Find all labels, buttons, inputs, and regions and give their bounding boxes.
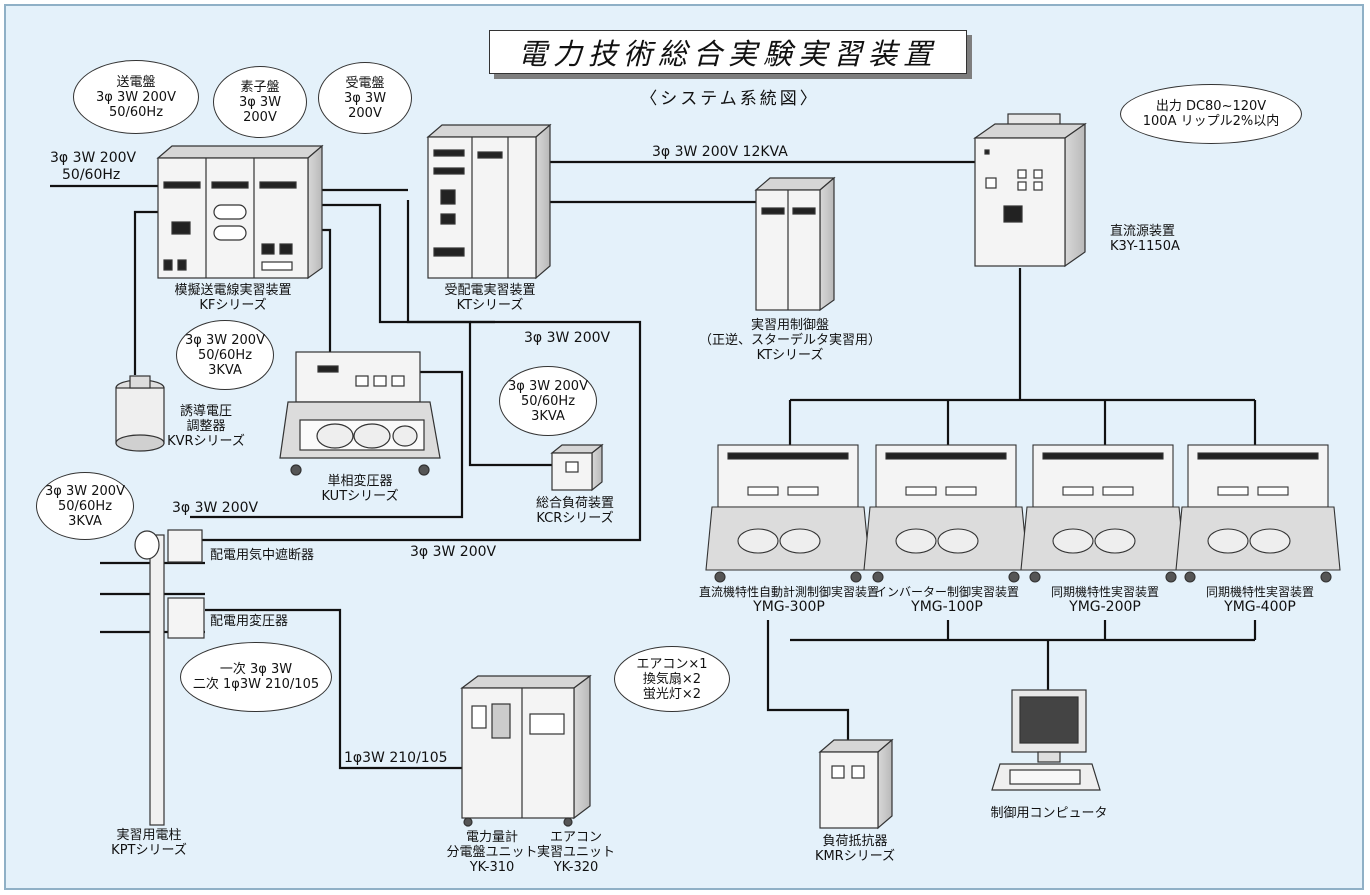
kt-receive-cabinets	[426, 123, 552, 280]
kt-to-dc-wire-label: 3φ 3W 200V 12KVA	[652, 144, 788, 160]
ymg-benches	[705, 444, 1341, 583]
kcr-device	[550, 443, 604, 492]
kf-label: 模擬送電線実習装置 KFシリーズ	[174, 283, 292, 313]
kvr-device	[115, 375, 165, 452]
computer-label: 制御用コンピュータ	[990, 806, 1108, 821]
pole-supply-bubble: 3φ 3W 200V 50/60Hz 3KVA	[36, 472, 134, 540]
dc-output-bubble: 出力 DC80~120V 100A リップル2%以内	[1120, 84, 1302, 144]
kut-bench	[279, 351, 441, 476]
soshi-spec-bubble: 素子盤 3φ 3W 200V	[213, 66, 307, 138]
kvr-label: 誘導電圧 調整器 KVRシリーズ	[167, 404, 245, 449]
computer	[991, 689, 1101, 791]
diagram-subtitle: 〈システム系統図〉	[640, 89, 820, 109]
kpt-pole	[134, 529, 205, 826]
souden-spec-bubble: 送電盤 3φ 3W 200V 50/60Hz	[73, 60, 199, 134]
juden-spec-bubble: 受電盤 3φ 3W 200V	[318, 62, 412, 134]
kcr-supply-bubble: 3φ 3W 200V 50/60Hz 3KVA	[499, 366, 597, 436]
kf-cabinets	[156, 144, 324, 280]
dc-source-label: 直流源装置 K3Y-1150A	[1110, 224, 1180, 254]
ymg300-label: 直流機特性自動計測制御実習装置 YMG-300P	[698, 585, 879, 615]
yk310-label: 電力量計 分電盤ユニット YK-310	[446, 830, 538, 875]
single-phase-wire-label: 1φ3W 210/105	[344, 750, 448, 766]
diagram-title: 電力技術総合実験実習装置	[489, 30, 967, 74]
breaker-label: 配電用気中遮断器	[210, 548, 315, 563]
transformer-spec-bubble: 一次 3φ 3W 二次 1φ3W 210/105	[180, 642, 332, 712]
ymg400-label: 同期機特性実習装置 YMG-400P	[1205, 585, 1314, 615]
kut-supply-bubble: 3φ 3W 200V 50/60Hz 3KVA	[176, 320, 274, 390]
ymg200-label: 同期機特性実習装置 YMG-200P	[1050, 585, 1159, 615]
kmr-label: 負荷抵抗器 KMRシリーズ	[814, 834, 896, 864]
transformer-label: 配電用変圧器	[210, 614, 289, 629]
yk320-label: エアコン 実習ユニット YK-320	[536, 830, 615, 875]
mains-in-label: 3φ 3W 200V 50/60Hz	[50, 150, 137, 183]
ymg100-label: インバーター制御実習装置 YMG-100P	[874, 585, 1019, 615]
pole-label: 実習用電柱 KPTシリーズ	[111, 828, 187, 858]
kmr-cabinet	[818, 738, 894, 830]
kcr-line-label: 3φ 3W 200V	[524, 330, 611, 346]
kt-receive-label: 受配電実習装置 KTシリーズ	[444, 283, 536, 313]
kt-control-cabinet	[754, 176, 836, 312]
kt-control-label: 実習用制御盤 （正逆、スターデルタ実習用） KTシリーズ	[698, 318, 881, 363]
yk-cabinets	[460, 674, 592, 827]
breaker-line-label: 3φ 3W 200V	[410, 544, 497, 560]
kut-line-label: 3φ 3W 200V	[172, 500, 259, 516]
kcr-label: 総合負荷装置 KCRシリーズ	[535, 496, 614, 526]
kut-label: 単相変圧器 KUTシリーズ	[321, 474, 399, 504]
aircon-load-bubble: エアコン×1 換気扇×2 蛍光灯×2	[614, 646, 730, 712]
dc-source-cabinet	[973, 113, 1087, 268]
